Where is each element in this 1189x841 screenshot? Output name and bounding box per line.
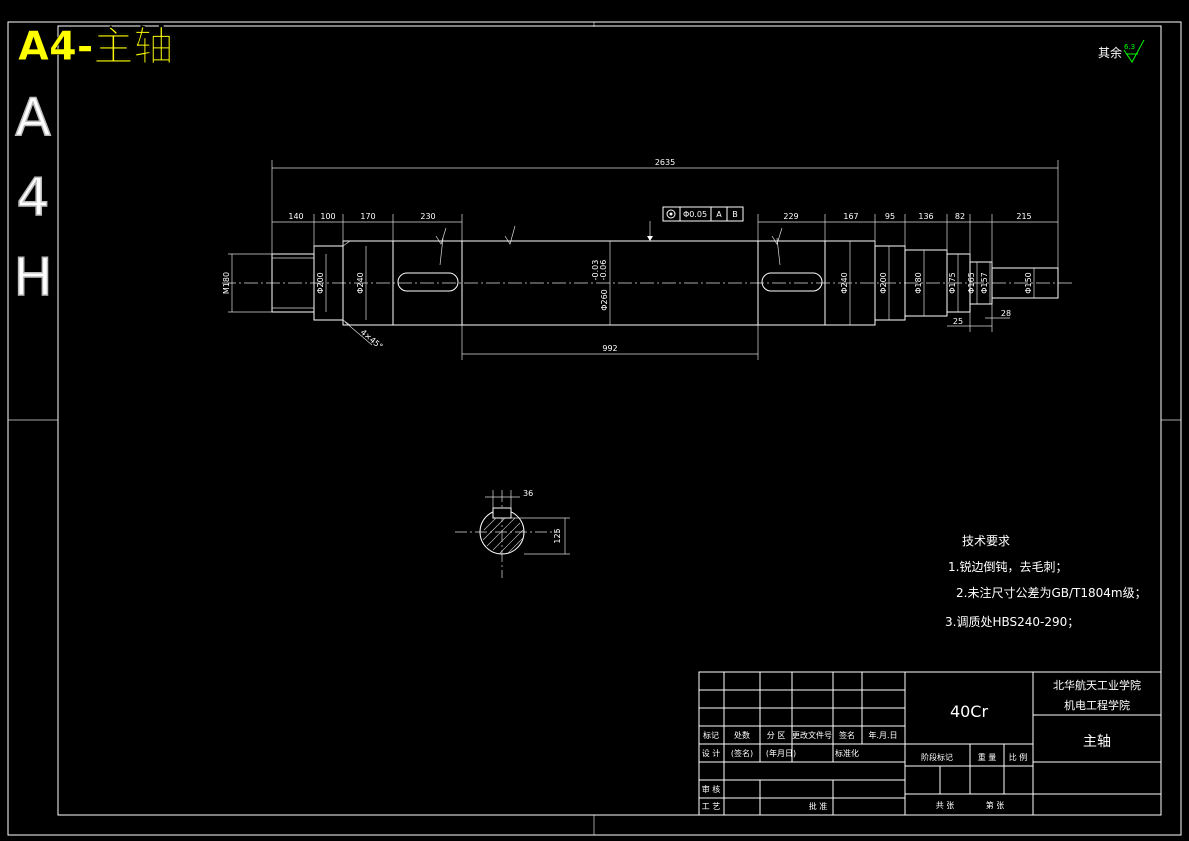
geo-tol-datum-a: A <box>716 210 722 219</box>
dim-seg-6: 167 <box>843 212 858 221</box>
tb-label-mark: 标记 <box>703 730 719 740</box>
tb-label-standard: 标准化 <box>835 748 859 758</box>
tb-process: 工 艺 <box>702 802 721 811</box>
tb-part-name: 主轴 <box>1083 734 1111 750</box>
tb-label-yearmonth: (年月日) <box>766 748 796 758</box>
dim-chamfer: 4×45° <box>359 328 385 352</box>
keyway-left <box>397 272 459 292</box>
tb-label-doc: 更改文件号 <box>792 730 832 740</box>
dim-overall: 2635 <box>655 158 675 167</box>
tb-scale: 比 例 <box>1009 752 1028 762</box>
tb-label-design: 设 计 <box>702 748 721 758</box>
dim-seg-4: 230 <box>420 212 435 221</box>
dim-seg-8: 136 <box>918 212 933 221</box>
dim-dia-1: Φ200 <box>316 272 325 294</box>
dim-key-depth: 125 <box>553 528 562 543</box>
side-letter-h: H <box>13 248 52 308</box>
tb-label-date: 年.月.日 <box>868 730 897 740</box>
tb-label-count: 处数 <box>734 730 750 740</box>
outer-frame <box>7 21 1182 836</box>
dim-thread: M180 <box>222 272 231 294</box>
title-overlay: A4-主轴 <box>18 24 173 70</box>
tb-school: 北华航天工业学院 <box>1053 678 1141 692</box>
dim-seg-10: 215 <box>1016 212 1031 221</box>
geo-tol-value: Φ0.05 <box>683 210 707 219</box>
tech-item-2: 2.未注尺寸公差为GB/T1804m级； <box>956 585 1147 600</box>
dim-seg-9: 82 <box>955 212 965 221</box>
dim-keyway-span: 992 <box>602 344 617 353</box>
dim-dia-3: Φ260 <box>600 289 609 311</box>
tech-item-3: 3.调质处HBS240-290； <box>945 615 1079 629</box>
dim-dia-2: Φ240 <box>356 272 365 294</box>
dimension-layer: 2635 140 100 170 230 229 167 95 136 82 2… <box>222 158 1059 360</box>
circularity-icon <box>666 209 676 219</box>
geo-tol-frame <box>662 206 744 222</box>
tb-approve: 批 准 <box>809 801 828 811</box>
dim-seg-3: 170 <box>360 212 375 221</box>
tech-heading: 技术要求 <box>962 534 1010 548</box>
dim-dia-9: Φ157 <box>980 272 989 294</box>
dim-dia-4: Φ240 <box>840 272 849 294</box>
shaft-profile <box>222 240 1072 326</box>
side-letter-4: 4 <box>16 168 49 228</box>
dim-dia-5: Φ200 <box>879 272 888 294</box>
keyway-right <box>761 272 823 292</box>
dim-key-width: 36 <box>523 489 533 498</box>
tb-material: 40Cr <box>950 702 989 721</box>
tb-review: 审 核 <box>702 784 721 794</box>
tech-requirements: 技术要求 1.锐边倒钝，去毛刺； 2.未注尺寸公差为GB/T1804m级； 3.… <box>945 534 1147 629</box>
dim-small-25: 25 <box>953 317 963 326</box>
dim-seg-7: 95 <box>885 212 895 221</box>
roughness-value: 6.3 <box>1124 43 1135 51</box>
dim-dia-8: Φ165 <box>967 272 976 294</box>
dim-dia-7: Φ175 <box>948 272 957 294</box>
dim-tol-lower: -0.06 <box>599 260 608 281</box>
side-letter-a: A <box>15 88 51 148</box>
dim-seg-1: 140 <box>288 212 303 221</box>
dim-dia-6: Φ180 <box>914 272 923 294</box>
tb-label-sign: 签名 <box>839 730 855 740</box>
tb-sheet-num: 第 张 <box>986 800 1005 810</box>
dim-seg-5: 229 <box>783 212 798 221</box>
tb-sheet-total: 共 张 <box>936 801 955 810</box>
dim-seg-2: 100 <box>320 212 335 221</box>
dim-tol-upper: -0.03 <box>591 260 600 281</box>
tb-label-zone: 分 区 <box>767 731 786 740</box>
tb-dept: 机电工程学院 <box>1064 698 1130 712</box>
title-block: 40Cr 北华航天工业学院 机电工程学院 主轴 标记 处数 分 区 更改文件号 … <box>698 671 1162 816</box>
tech-item-1: 1.锐边倒钝，去毛刺； <box>948 560 1067 574</box>
cross-section: 36 125 <box>455 489 570 578</box>
tb-stage: 阶段标记 <box>921 752 953 762</box>
geo-tol-datum-b: B <box>732 210 738 219</box>
tb-label-signature: (签名) <box>731 748 753 758</box>
dim-small-28: 28 <box>1001 309 1011 318</box>
roughness-note: 其余 <box>1098 45 1122 60</box>
tb-weight: 重 量 <box>978 752 997 762</box>
dim-dia-10: Φ150 <box>1024 272 1033 294</box>
inner-frame <box>57 25 1162 816</box>
